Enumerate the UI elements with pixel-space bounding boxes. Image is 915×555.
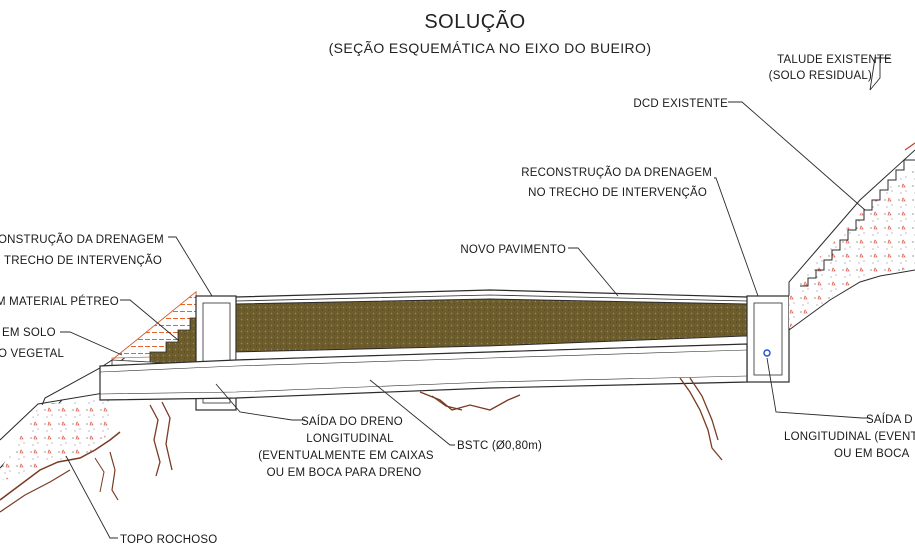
diagram-subtitle: (SEÇÃO ESQUEMÁTICA NO EIXO DO BUEIRO) xyxy=(329,40,652,56)
label-saida-right-1: SAÍDA D xyxy=(866,413,913,426)
label-reconstrucao-right-1: RECONSTRUÇÃO DA DRENAGEM xyxy=(521,166,712,179)
label-solo-residual: (SOLO RESIDUAL) xyxy=(769,70,872,82)
diagram-title: SOLUÇÃO xyxy=(424,9,525,33)
label-talude-existente: TALUDE EXISTENTE xyxy=(777,54,892,66)
label-topo-rochoso: TOPO ROCHOSO xyxy=(120,534,217,546)
label-novo-pavimento: NOVO PAVIMENTO xyxy=(460,244,566,256)
right-slope xyxy=(788,142,915,331)
drain-outlet-right-icon xyxy=(763,349,771,357)
drainage-box-right xyxy=(746,295,790,383)
label-saida-left-4: OU EM BOCA PARA DRENO xyxy=(267,467,422,479)
leader-lines xyxy=(60,56,890,539)
label-reconstrucao-right-2: NO TRECHO DE INTERVENÇÃO xyxy=(528,186,707,199)
label-bstc: BSTC (Ø0,80m) xyxy=(457,440,542,452)
label-saida-right-2: LONGITUDINAL (EVENT xyxy=(784,431,915,443)
left-slope xyxy=(0,290,197,513)
label-saida-left-3: (EVENTUALMENTE EM CAIXAS xyxy=(258,450,434,462)
label-saida-left-2: LONGITUDINAL xyxy=(306,433,394,445)
label-material-petreo: M MATERIAL PÉTREO xyxy=(0,295,119,308)
label-saida-right-3: OU EM BOCA xyxy=(834,448,910,460)
label-solo-2: O VEGETAL xyxy=(0,348,65,360)
label-dcd-existente: DCD EXISTENTE xyxy=(633,98,728,110)
label-saida-left-1: SAÍDA DO DRENO xyxy=(301,415,403,428)
culvert-bstc xyxy=(99,343,748,401)
label-reconstrucao-left-2: TRECHO DE INTERVENÇÃO xyxy=(4,254,162,267)
label-solo-1: EM SOLO xyxy=(2,327,56,339)
rock-lines xyxy=(149,377,723,477)
label-reconstrucao-left-1: ONSTRUÇÃO DA DRENAGEM xyxy=(0,233,164,246)
